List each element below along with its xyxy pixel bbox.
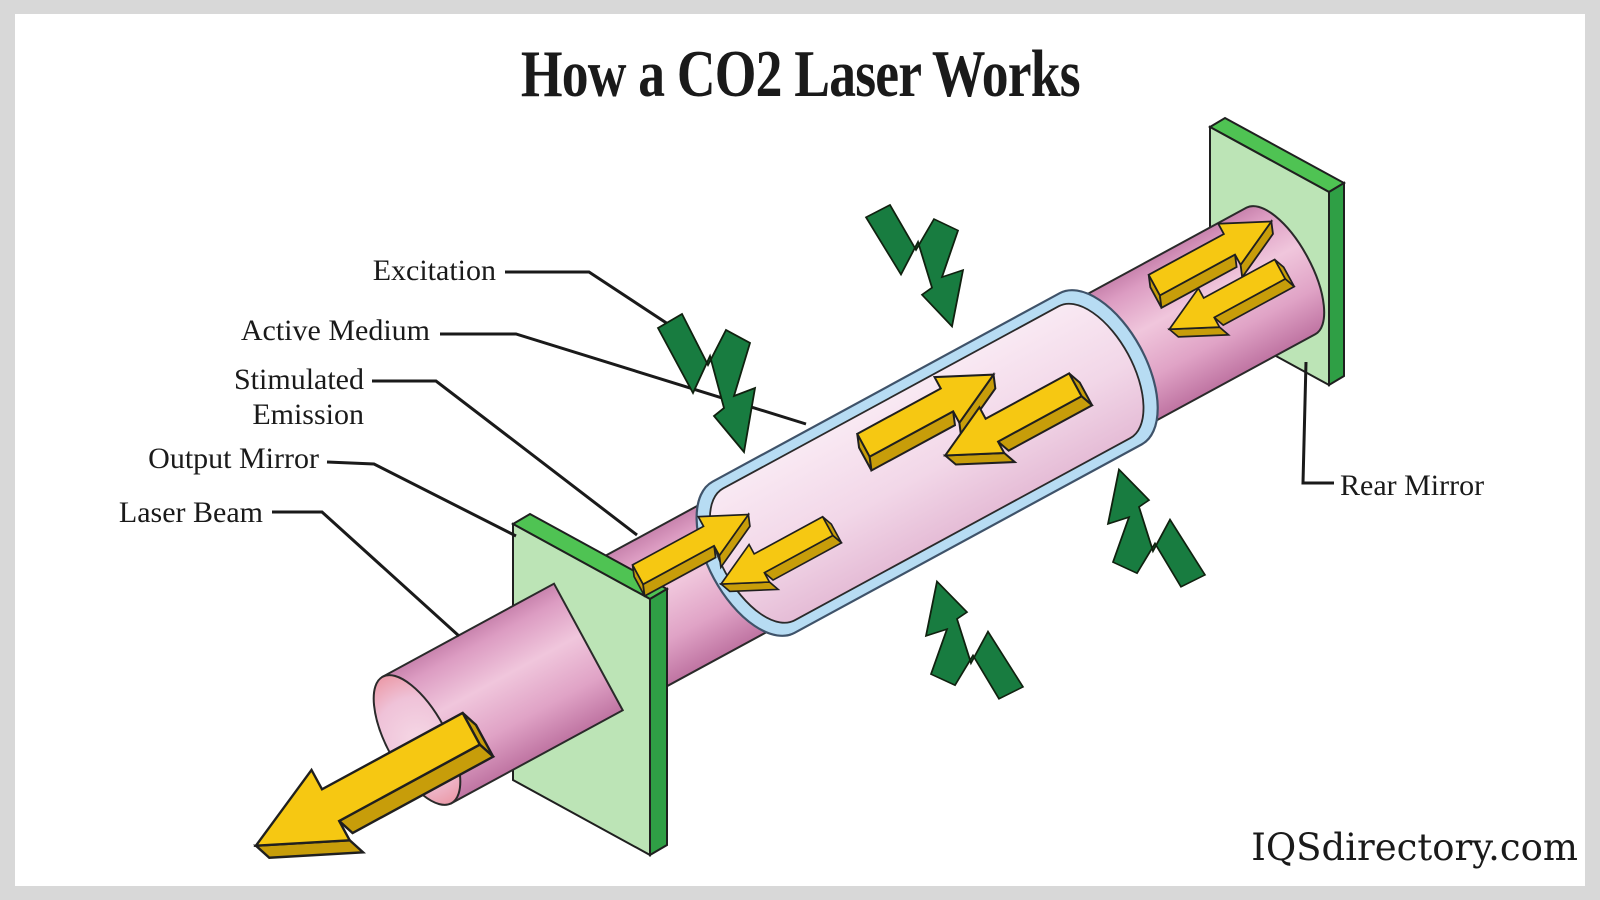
label-stimulated-line: Stimulated [234, 363, 364, 396]
label-active-medium: Active Medium [240, 314, 430, 347]
label-output-mirror: Output Mirror [148, 442, 319, 475]
label-laser-beam: Laser Beam [118, 496, 263, 529]
leader-line-rear-mirror [1301, 361, 1334, 485]
leader-line-active-medium [440, 332, 807, 426]
leader-line-laser-beam [272, 510, 461, 638]
lightning-bolt-icon [1107, 468, 1206, 588]
rear-mirror-side-edge [1328, 181, 1345, 387]
page-title: How a CO2 Laser Works [520, 37, 1081, 111]
output-mirror-side-edge [649, 587, 668, 857]
label-emission-line: Emission [252, 398, 364, 431]
leader-lines [272, 270, 1334, 638]
leader-line-output-mirror [326, 460, 517, 538]
lightning-bolt-icon [925, 580, 1024, 700]
label-stimulated-emission: Stimulated Emission [234, 362, 364, 432]
leader-line-excitation [505, 270, 672, 328]
leader-line-stimulated-emission [372, 379, 638, 537]
label-rear-mirror: Rear Mirror [1340, 469, 1485, 502]
watermark: IQSdirectory.com [1251, 826, 1578, 869]
lightning-bolt-icon [865, 204, 964, 328]
label-excitation: Excitation [372, 254, 496, 287]
